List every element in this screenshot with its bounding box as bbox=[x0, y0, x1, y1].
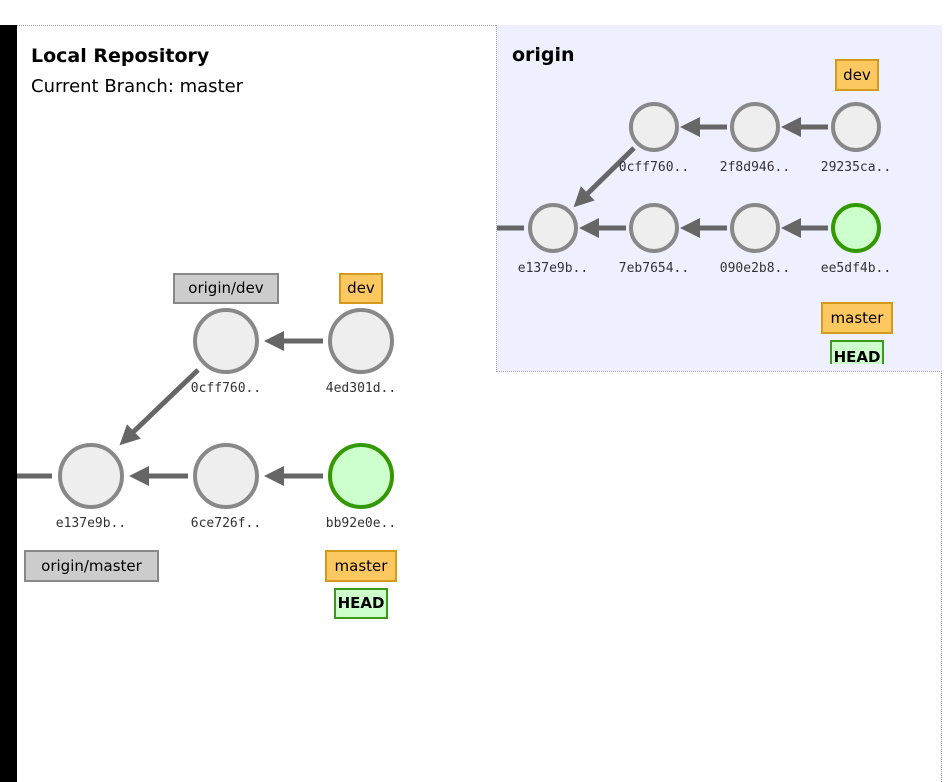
local-head-label[interactable]: HEAD bbox=[334, 588, 388, 619]
right-border bbox=[941, 25, 942, 782]
local-sha-c2: 6ce726f.. bbox=[191, 516, 261, 531]
origin-sha-c7: 29235ca.. bbox=[821, 160, 891, 175]
local-title: Local Repository bbox=[31, 45, 210, 67]
origin-sha-c4: ee5df4b.. bbox=[821, 261, 891, 276]
local-commit-e137e9b[interactable] bbox=[58, 443, 124, 509]
origin-sha-c6: 2f8d946.. bbox=[720, 160, 790, 175]
top-border bbox=[17, 25, 942, 26]
current-branch-label: Current Branch: master bbox=[31, 76, 244, 97]
origin-commit-090e2b8[interactable] bbox=[730, 203, 780, 253]
local-dev-label[interactable]: dev bbox=[339, 273, 383, 304]
origin-sha-c1: e137e9b.. bbox=[518, 261, 588, 276]
local-commit-bb92e0e[interactable] bbox=[328, 443, 394, 509]
local-origin-master-label[interactable]: origin/master bbox=[24, 550, 159, 582]
origin-head-label[interactable]: HEAD bbox=[830, 340, 884, 364]
origin-commit-ee5df4b[interactable] bbox=[831, 203, 881, 253]
left-edge-bar bbox=[0, 25, 17, 782]
origin-commit-7eb7654[interactable] bbox=[629, 203, 679, 253]
local-sha-c3: bb92e0e.. bbox=[326, 516, 396, 531]
local-sha-c4: 0cff760.. bbox=[191, 381, 261, 396]
local-sha-c1: e137e9b.. bbox=[56, 516, 126, 531]
local-commit-0cff760[interactable] bbox=[193, 308, 259, 374]
local-sha-c5: 4ed301d.. bbox=[326, 381, 396, 396]
origin-sha-c3: 090e2b8.. bbox=[720, 261, 790, 276]
local-master-label[interactable]: master bbox=[325, 550, 397, 582]
origin-sha-c2: 7eb7654.. bbox=[619, 261, 689, 276]
origin-commit-e137e9b[interactable] bbox=[528, 203, 578, 253]
origin-commit-2f8d946[interactable] bbox=[730, 102, 780, 152]
origin-master-label[interactable]: master bbox=[821, 302, 893, 334]
origin-dev-label[interactable]: dev bbox=[835, 59, 879, 91]
origin-edge-c5-c1 bbox=[573, 146, 636, 208]
origin-commit-29235ca[interactable] bbox=[831, 102, 881, 152]
origin-commit-0cff760[interactable] bbox=[629, 102, 679, 152]
origin-title: origin bbox=[512, 44, 575, 66]
origin-sha-c5: 0cff760.. bbox=[619, 160, 689, 175]
local-commit-4ed301d[interactable] bbox=[328, 308, 394, 374]
local-edge-c4-c1 bbox=[119, 368, 200, 446]
local-commit-6ce726f[interactable] bbox=[193, 443, 259, 509]
local-origin-dev-label[interactable]: origin/dev bbox=[173, 273, 279, 304]
